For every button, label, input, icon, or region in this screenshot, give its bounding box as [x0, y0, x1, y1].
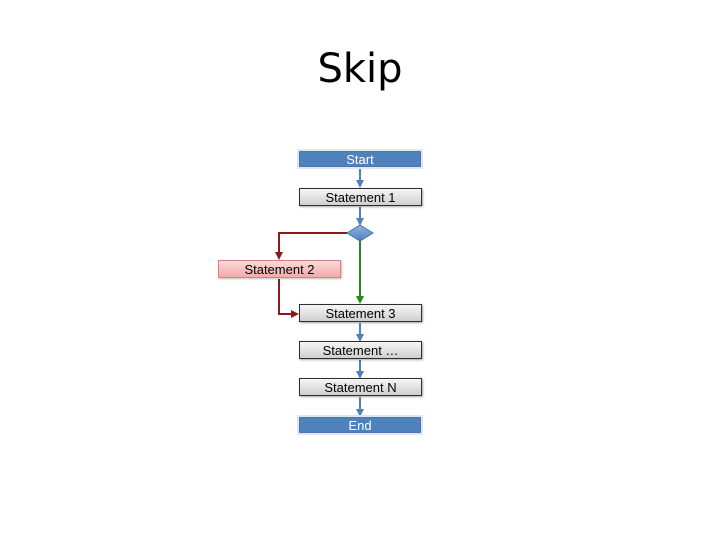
statement-n-node: Statement N — [299, 378, 422, 396]
statement-ellipsis-node: Statement … — [299, 341, 422, 359]
decision-diamond — [346, 224, 374, 242]
statement-3-node: Statement 3 — [299, 304, 422, 322]
start-node: Start — [299, 151, 421, 167]
branch-arrow-statement-2-to-statement-3 — [278, 279, 299, 318]
slide-title: Skip — [317, 46, 403, 92]
statement-1-node: Statement 1 — [299, 188, 422, 206]
branch-arrow-decision-to-statement-2 — [275, 232, 347, 260]
statement-2-node: Statement 2 — [218, 260, 341, 278]
end-node: End — [299, 417, 421, 433]
